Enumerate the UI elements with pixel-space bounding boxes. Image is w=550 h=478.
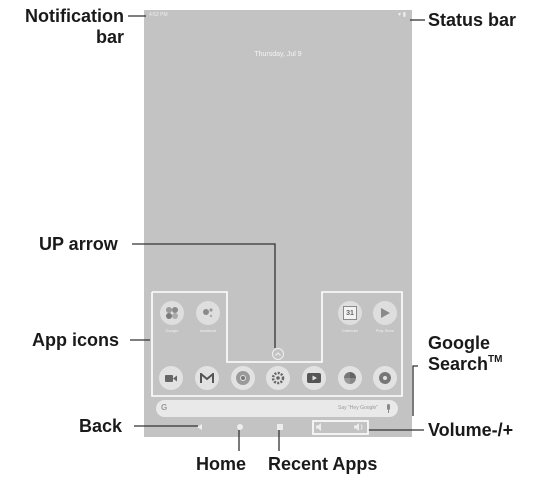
app-icons-callout: App icons: [32, 330, 120, 350]
google-g-icon: G: [161, 403, 168, 412]
gmail-icon[interactable]: [195, 366, 219, 390]
up-arrow-callout: UP arrow: [39, 234, 118, 254]
photos-icon[interactable]: [338, 366, 362, 390]
home-callout: Home: [196, 454, 247, 474]
app-icons-group-box: [151, 291, 403, 397]
google-search-leader: [412, 365, 418, 416]
up-arrow-leader: [132, 243, 276, 348]
google-search-bar[interactable]: G Say "Hey Google": [156, 400, 398, 417]
volume-callout: Volume-/+: [428, 420, 514, 440]
video-call-icon[interactable]: [159, 366, 183, 390]
status-time: 4:52 PM: [149, 12, 168, 18]
app-label-google: Google: [165, 328, 179, 333]
google-search-callout: Google SearchTM: [428, 333, 538, 375]
recent-apps-callout: Recent Apps: [268, 454, 378, 474]
trademark-mark: TM: [488, 354, 503, 365]
settings-icon[interactable]: [266, 366, 290, 390]
calendar-icon[interactable]: 31: [338, 301, 362, 325]
home-date: Thursday, Jul 9: [254, 51, 302, 58]
volume-down-icon[interactable]: [316, 423, 325, 431]
search-hint-text: Say "Hey Google": [338, 405, 378, 411]
back-key-icon[interactable]: [197, 424, 202, 430]
recent-apps-key-icon[interactable]: [277, 424, 283, 430]
notification-bar-callout: Notification bar: [4, 6, 124, 48]
app-label-calendar: Calendar: [341, 328, 359, 333]
volume-group-box: [312, 420, 369, 435]
music-icon[interactable]: [373, 366, 397, 390]
play-store-icon[interactable]: [373, 301, 397, 325]
status-icons: ▾ ▮: [398, 12, 406, 18]
app-label-assistant: Assistant: [199, 328, 217, 333]
home-key-icon[interactable]: [237, 424, 243, 430]
volume-up-icon[interactable]: [354, 423, 365, 431]
up-arrow-icon[interactable]: [272, 348, 284, 360]
back-callout: Back: [79, 416, 123, 436]
youtube-icon[interactable]: [302, 366, 326, 390]
tablet-screen: 4:52 PM ▾ ▮ Thursday, Jul 9 Google Assis…: [144, 10, 412, 437]
status-bar-callout: Status bar: [428, 10, 517, 30]
assistant-icon[interactable]: [196, 301, 220, 325]
google-folder-icon[interactable]: [160, 301, 184, 325]
app-label-play-store: Play Store: [375, 328, 395, 333]
mic-icon[interactable]: [386, 404, 391, 413]
calendar-glyph: 31: [343, 306, 357, 320]
google-search-label: Google Search: [428, 333, 490, 374]
notification-bar-label: Notification bar: [25, 6, 124, 47]
chrome-icon[interactable]: [231, 366, 255, 390]
